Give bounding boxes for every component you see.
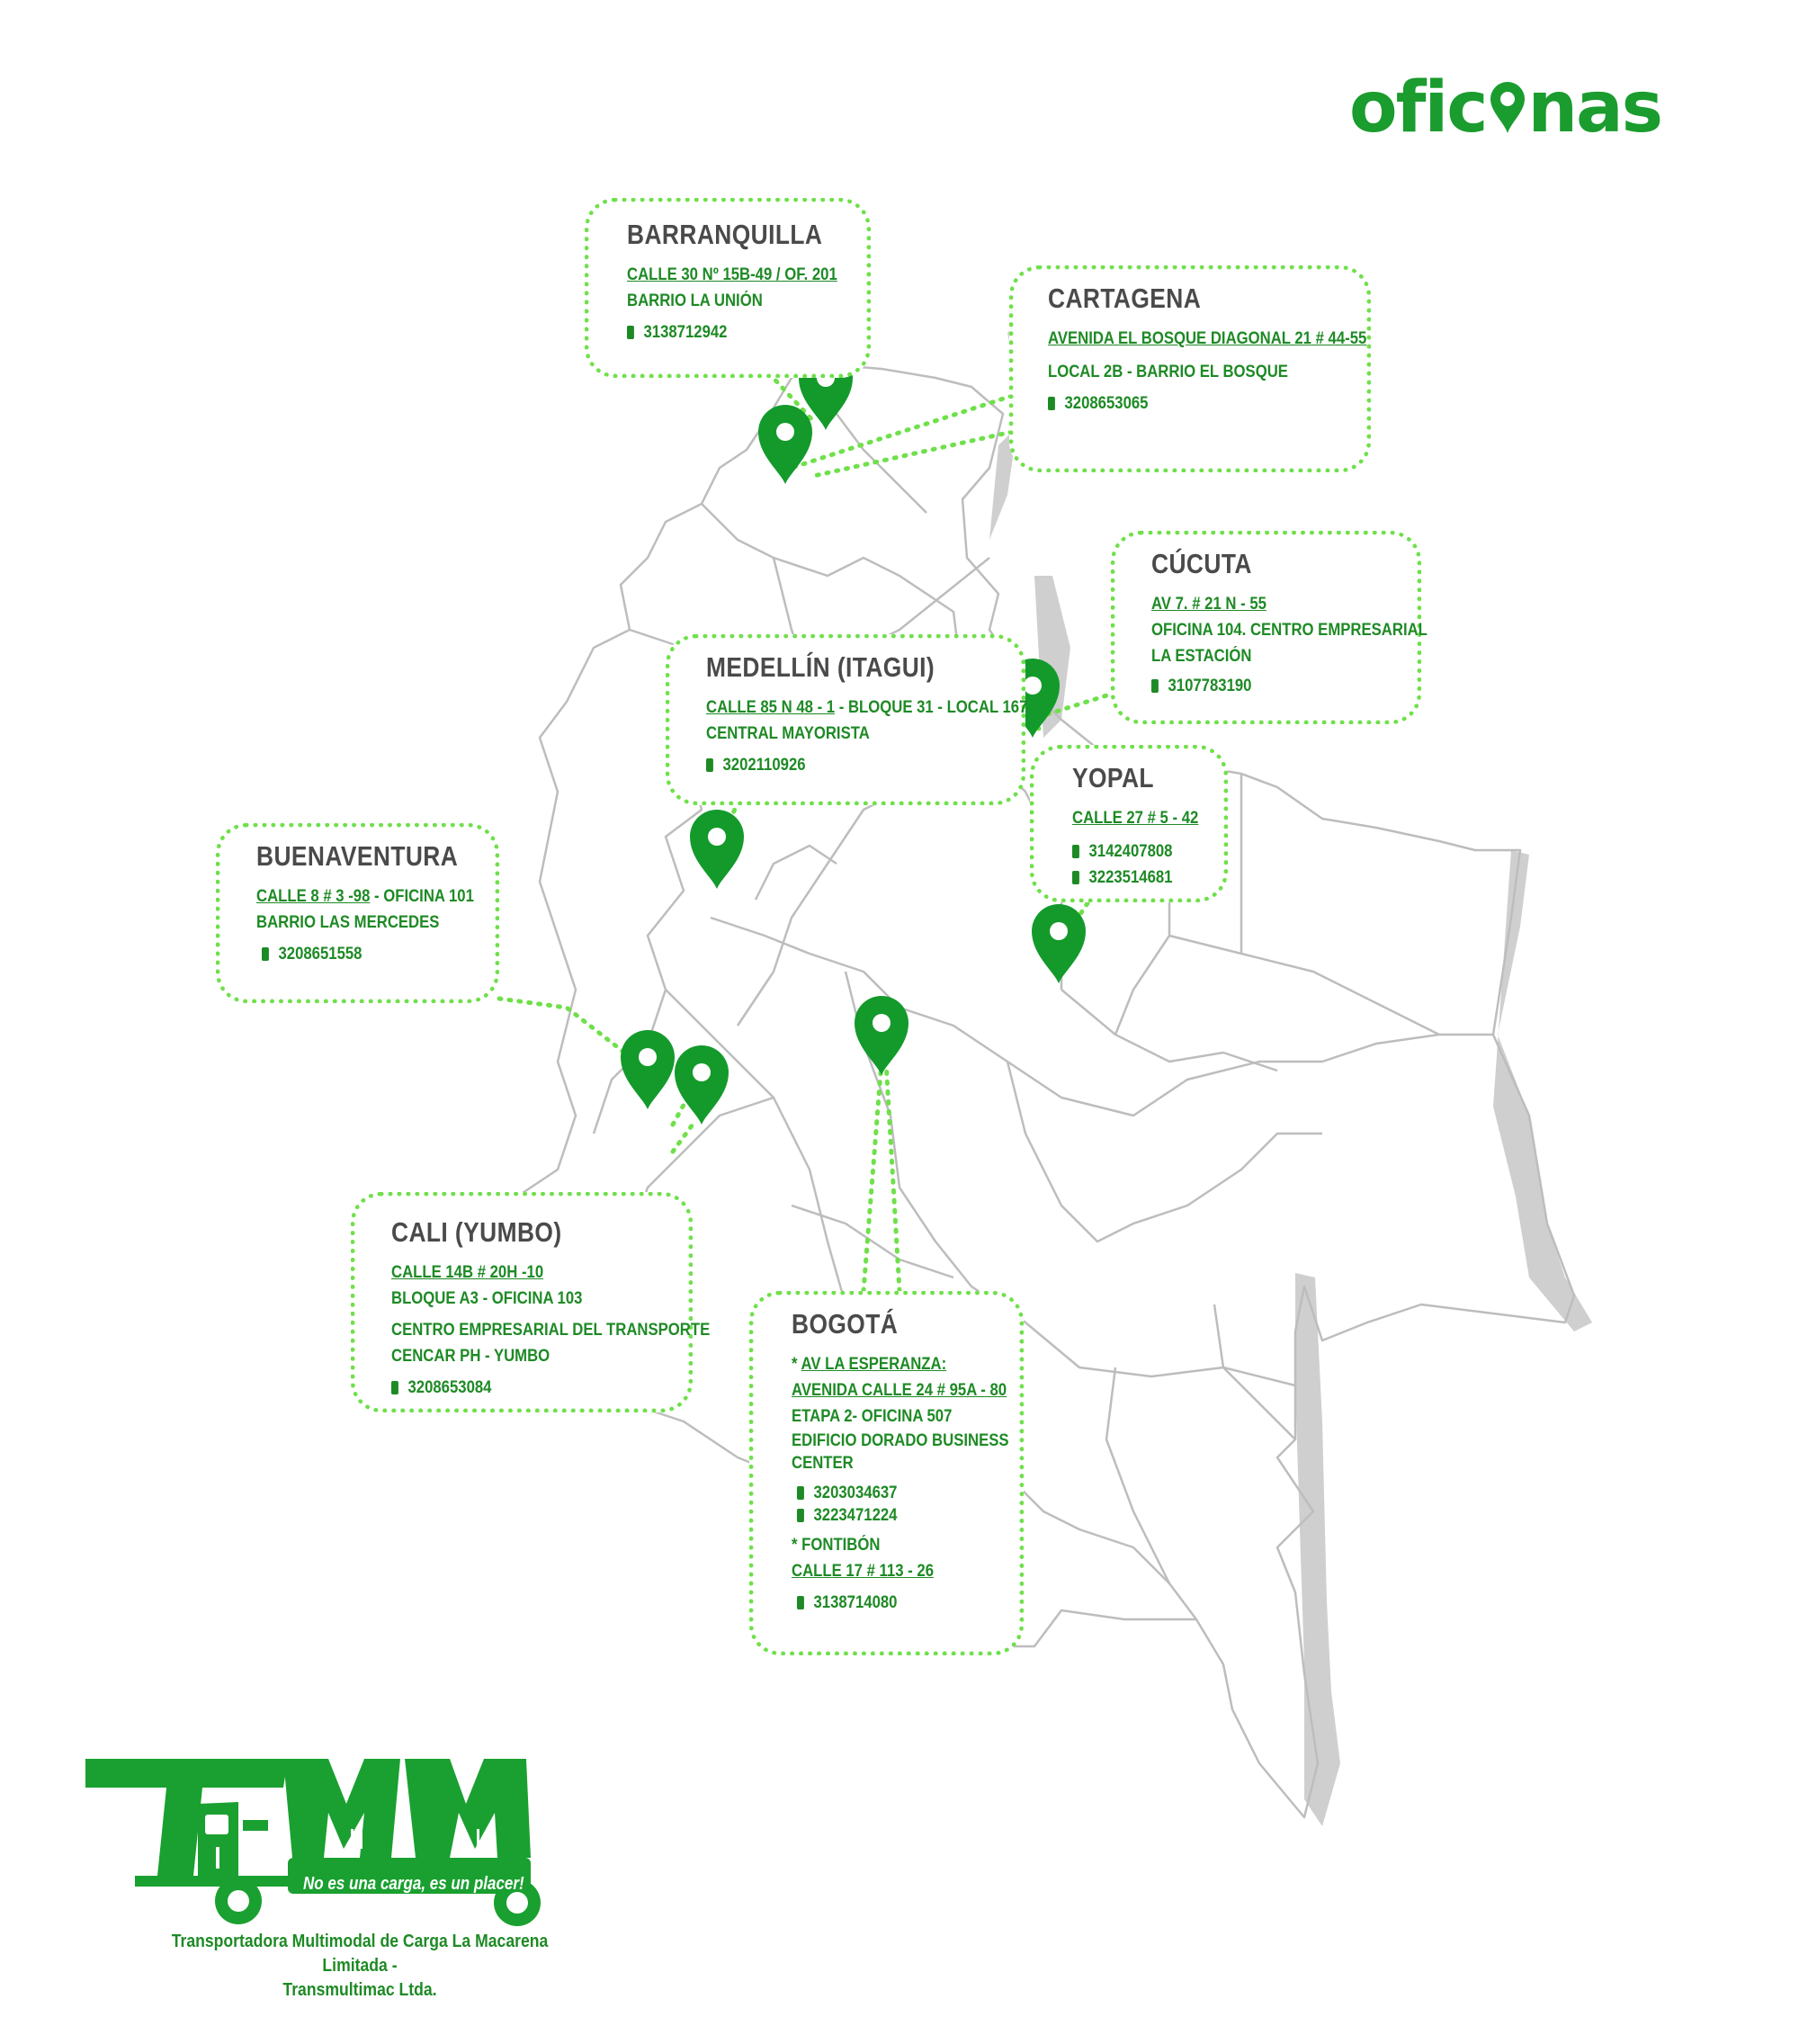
office-line: BARRIO LA UNIÓN [627, 291, 763, 310]
office-address: AVENIDA CALLE 24 # 95A - 80 [792, 1381, 1007, 1400]
office-line: LA ESTACIÓN [1151, 647, 1252, 666]
office-line: ETAPA 2- OFICINA 507 [792, 1407, 953, 1426]
pin-bogota [855, 996, 908, 1075]
office-card-buenaventura: BUENAVENTURA CALLE 8 # 3 -98 - OFICINA 1… [216, 823, 499, 1003]
office-phone: 3202110926 [706, 752, 961, 778]
logo-slogan: No es una carga, es un placer! [303, 1874, 524, 1894]
pin-yopal [1032, 904, 1086, 983]
office-phone: 3203034637 [797, 1482, 971, 1504]
office-phone: 3107783190 [1151, 673, 1363, 699]
pin-cali [675, 1045, 729, 1125]
pin-buenaventura [621, 1030, 675, 1109]
office-address: CALLE 85 N 48 - 1 [706, 698, 836, 717]
office-card-barranquilla: BARRANQUILLA CALLE 30 Nº 15B-49 / OF. 20… [585, 198, 871, 378]
office-phone: 3142407808 [1072, 838, 1183, 865]
office-sub-heading: AV LA ESPERANZA: [801, 1355, 947, 1374]
office-line: CENTRAL MAYORISTA [706, 724, 870, 743]
office-sub-prefix: * [792, 1355, 801, 1374]
office-name: YOPAL [1072, 762, 1154, 793]
office-line: BLOQUE A3 - OFICINA 103 [391, 1289, 583, 1308]
office-line: LOCAL 2B - BARRIO EL BOSQUE [1048, 363, 1288, 381]
pin-medellin [690, 810, 744, 889]
pin-cartagena [758, 405, 812, 484]
location-pin-icon [1490, 82, 1525, 133]
office-sub-heading: * FONTIBÓN [792, 1536, 881, 1555]
office-name: CALI (YUMBO) [391, 1216, 562, 1248]
office-address: CALLE 14B # 20H -10 [391, 1263, 544, 1282]
office-card-cartagena: CARTAGENA AVENIDA EL BOSQUE DIAGONAL 21 … [1009, 265, 1371, 472]
office-name: CARTAGENA [1048, 282, 1202, 314]
office-card-bogota: BOGOTÁ * AV LA ESPERANZA: AVENIDA CALLE … [749, 1291, 1024, 1655]
office-phone: 3138712942 [627, 319, 815, 345]
office-phone: 3208651558 [262, 941, 444, 967]
title-right: nas [1527, 67, 1664, 148]
office-address: CALLE 8 # 3 -98 [256, 887, 371, 906]
tmm-logo [85, 1759, 541, 1926]
office-line: BARRIO LAS MERCEDES [256, 913, 440, 932]
office-phone: 3223471224 [797, 1504, 971, 1527]
company-line: Transportadora Multimodal de Carga La Ma… [171, 1932, 549, 1976]
company-line: Transmultimac Ltda. [282, 1980, 437, 2000]
office-line: CENTRO EMPRESARIAL DEL TRANSPORTE [391, 1321, 711, 1340]
office-card-medellin: MEDELLÍN (ITAGUI) CALLE 85 N 48 - 1 - BL… [666, 634, 1028, 805]
office-line: OFICINA 104. CENTRO EMPRESARIAL [1151, 621, 1428, 640]
office-address: CALLE 27 # 5 - 42 [1072, 809, 1199, 828]
office-line: CENTER [792, 1454, 854, 1473]
office-address: CALLE 30 Nº 15B-49 / OF. 201 [627, 265, 837, 284]
office-phone: 3208653084 [391, 1375, 631, 1401]
company-name: Transportadora Multimodal de Carga La Ma… [154, 1930, 566, 2003]
connector-lines [497, 371, 1118, 1294]
office-line: CENCAR PH - YUMBO [391, 1347, 550, 1366]
office-address: CALLE 17 # 113 - 26 [792, 1562, 935, 1581]
office-card-cali: CALI (YUMBO) CALLE 14B # 20H -10 BLOQUE … [351, 1192, 711, 1412]
office-card-cucuta: CÚCUTA AV 7. # 21 N - 55 OFICINA 104. CE… [1111, 531, 1428, 724]
office-phone: 3208653065 [1048, 390, 1306, 417]
office-card-yopal: YOPAL CALLE 27 # 5 - 42 3142407808 32235… [1030, 745, 1228, 902]
office-line: EDIFICIO DORADO BUSINESS [792, 1431, 1009, 1450]
office-address-rest: - OFICINA 101 [370, 887, 474, 906]
office-address: AVENIDA EL BOSQUE DIAGONAL 21 # 44-55 [1048, 329, 1367, 348]
office-name: BOGOTÁ [792, 1308, 899, 1340]
office-address-rest: - BLOQUE 31 - LOCAL 167 [835, 698, 1028, 717]
office-phone: 3223514681 [1072, 865, 1183, 891]
office-name: CÚCUTA [1151, 548, 1252, 579]
office-phone: 3138714080 [797, 1590, 971, 1616]
title-left: ofic [1349, 67, 1488, 148]
office-name: BUENAVENTURA [256, 840, 459, 872]
office-name: MEDELLÍN (ITAGUI) [706, 651, 935, 683]
office-address: AV 7. # 21 N - 55 [1151, 595, 1266, 614]
office-name: BARRANQUILLA [627, 219, 823, 250]
